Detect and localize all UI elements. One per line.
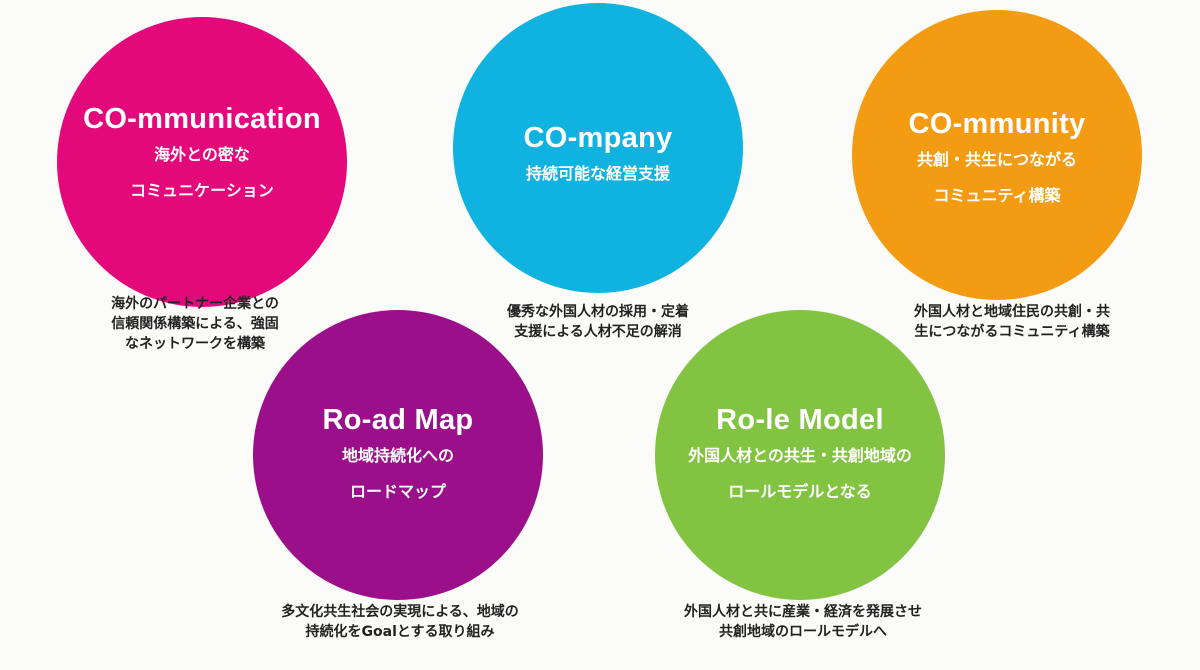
circle-title: Ro-ad Map [322,404,474,436]
circle-subtitle: 共創・共生につながる [916,150,1077,169]
circle-subtitle: コミュニティ構築 [933,186,1061,205]
circle-subtitle: 海外との密な [154,145,250,164]
roadmap-description: 多文化共生社会の実現による、地域の持続化をGoalとする取り組み [281,604,519,640]
communication-description: 海外のパートナー企業との信頼関係構築による、強固なネットワークを構築 [111,296,279,352]
circle-subtitle: 地域持続化への [341,446,454,465]
rolemodel-circle: Ro-le Model 外国人材との共生・共創地域の ロールモデルとなる [655,310,945,600]
communication-circle: CO-mmunication 海外との密な コミュニケーション [57,17,347,307]
circle-subtitle: 持続可能な経営支援 [525,164,670,183]
circle-subtitle: 外国人材との共生・共創地域の [688,446,912,465]
community-circle: CO-mmunity 共創・共生につながる コミュニティ構築 [852,10,1142,300]
circle-subtitle: ロードマップ [349,482,446,501]
circle-subtitle: コミュニケーション [130,181,274,200]
circle-subtitle: ロールモデルとなる [728,482,872,501]
company-description: 優秀な外国人材の採用・定着支援による人材不足の解消 [507,304,689,340]
circle-title: Ro-le Model [716,404,884,436]
community-description: 外国人材と地域住民の共創・共生につながるコミュニティ構築 [914,304,1110,340]
circle-title: CO-mmunity [908,108,1086,140]
rolemodel-description: 外国人材と共に産業・経済を発展させ共創地域のロールモデルへ [684,604,922,640]
company-circle: CO-mpany 持続可能な経営支援 [453,3,743,293]
roadmap-circle: Ro-ad Map 地域持続化への ロードマップ [253,310,543,600]
circle-title: CO-mpany [523,122,673,154]
circle-title: CO-mmunication [83,103,321,135]
